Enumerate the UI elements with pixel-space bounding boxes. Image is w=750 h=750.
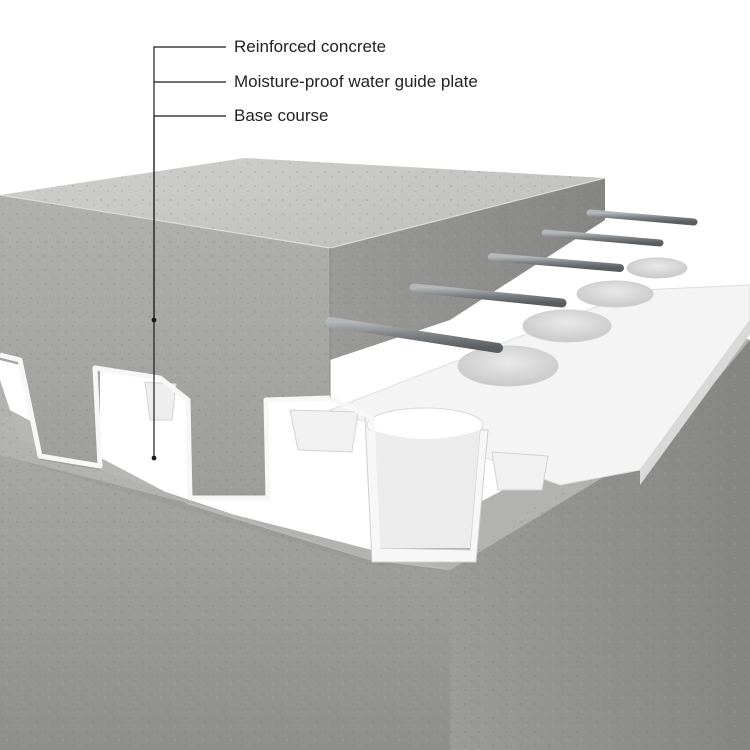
rebar-group xyxy=(325,209,698,353)
label-base-course: Base course xyxy=(234,106,329,125)
rebar-3 xyxy=(488,253,624,272)
rebar-5 xyxy=(586,209,698,226)
water-guide-plate xyxy=(0,257,750,563)
leader-base-course xyxy=(153,115,226,458)
rebar-1 xyxy=(325,317,503,353)
rebar-4 xyxy=(541,229,664,247)
label-water-guide-plate: Moisture-proof water guide plate xyxy=(234,72,478,91)
leader-lines xyxy=(151,46,226,461)
label-reinforced-concrete: Reinforced concrete xyxy=(234,37,387,56)
rebar-2 xyxy=(409,283,567,308)
leader-dot-concrete xyxy=(151,317,157,323)
reinforced-concrete-slab xyxy=(0,158,606,500)
leader-dot-base xyxy=(151,455,157,461)
base-course xyxy=(0,336,750,750)
